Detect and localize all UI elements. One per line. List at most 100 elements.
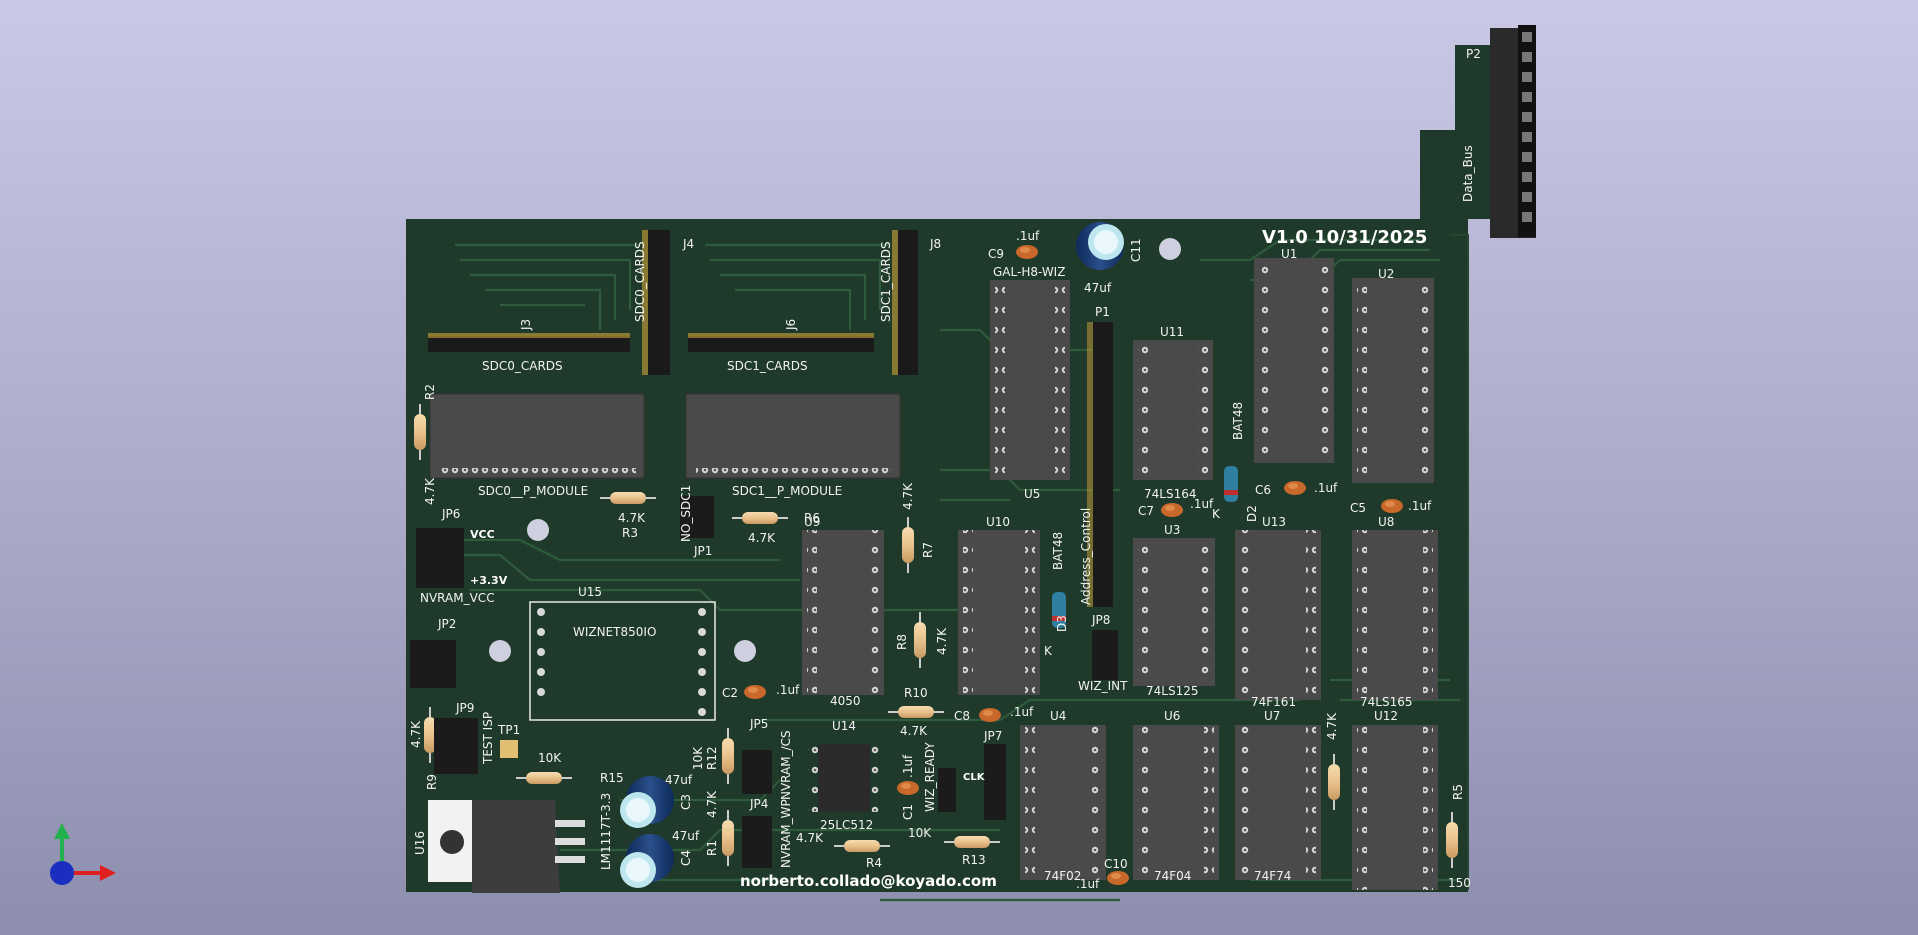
r5-label: R5 bbox=[1451, 784, 1465, 800]
jp5-label: JP5 bbox=[749, 717, 768, 731]
jumper-jp7: JP7 CLK bbox=[963, 729, 1006, 820]
r15-label: R15 bbox=[600, 771, 624, 785]
socket-u4: U4 74F02 bbox=[1020, 709, 1106, 883]
r5-value: 150 bbox=[1448, 876, 1471, 890]
socket-u3: U3 74LS125 bbox=[1133, 523, 1215, 698]
c10-label: C10 bbox=[1104, 857, 1128, 871]
wiznet-module-u15: U15 WIZNET850IO bbox=[529, 585, 716, 721]
u15-value: WIZNET850IO bbox=[573, 625, 656, 639]
cap-c3: C3 47uf bbox=[620, 773, 693, 828]
tp1-label: TP1 bbox=[497, 723, 520, 737]
r13-value: 10K bbox=[908, 826, 932, 840]
cap-c5 bbox=[1381, 499, 1403, 513]
p2-label: P2 bbox=[1466, 47, 1481, 61]
author-email: norberto.collado@koyado.com bbox=[740, 872, 997, 890]
c1-label: C1 bbox=[901, 804, 915, 820]
d2-label: D2 bbox=[1245, 505, 1259, 522]
c10-value: .1uf bbox=[1076, 877, 1100, 891]
socket-u10: U10 bbox=[958, 515, 1040, 695]
sdc0-cards-label: SDC0_CARDS bbox=[482, 359, 563, 373]
d2-bat48-label: BAT48 bbox=[1231, 402, 1245, 440]
sdc1-cards-vertical: SDC1_CARDS bbox=[879, 241, 893, 322]
u4-value: 74F02 bbox=[1044, 869, 1081, 883]
r1-label: R1 bbox=[705, 840, 719, 856]
r7-label: R7 bbox=[921, 542, 935, 558]
regulator-u16: U16 LM1117T-3.3 bbox=[413, 793, 613, 893]
u2-label: U2 bbox=[1378, 267, 1394, 281]
sdc1-module-label: SDC1__P_MODULE bbox=[732, 484, 842, 498]
sdc0-module-label: SDC0__P_MODULE bbox=[478, 484, 588, 498]
jp4-label: JP4 bbox=[749, 797, 768, 811]
electrolytic-caps: C11 47uf C3 47uf C4 47uf bbox=[620, 222, 1143, 888]
c5-label: C5 bbox=[1350, 501, 1366, 515]
d3-k-label: K bbox=[1044, 644, 1053, 658]
connector-p2: P2 Data_Bus bbox=[1461, 25, 1536, 238]
u10-label: U10 bbox=[986, 515, 1010, 529]
version-label: V1.0 10/31/2025 bbox=[1262, 227, 1427, 248]
socket-u6: U6 74F04 bbox=[1133, 709, 1219, 883]
diode-d2: BAT48 D2 K bbox=[1212, 402, 1259, 522]
test-isp-label: TEST ISP bbox=[481, 712, 495, 765]
u16-label: U16 bbox=[413, 831, 427, 855]
u7-value: 74F74 bbox=[1254, 869, 1291, 883]
socket-u12: U12 bbox=[1352, 709, 1438, 890]
jumper-jp6: JP6 VCC +3.3V NVRAM_VCC bbox=[416, 507, 508, 605]
socket-u2: U2 bbox=[1352, 267, 1434, 483]
u9-label: U9 bbox=[804, 515, 820, 529]
nvram-cs-label: NVRAM_/CS bbox=[779, 730, 793, 800]
c6-label: C6 bbox=[1255, 483, 1271, 497]
header-j3: J3 SDC0_CARDS bbox=[428, 319, 630, 373]
c4-value: 47uf bbox=[672, 829, 700, 843]
cap-c1 bbox=[897, 781, 919, 795]
mounting-holes bbox=[489, 238, 1181, 662]
u12-label: U12 bbox=[1374, 709, 1398, 723]
d3-bat48-label: BAT48 bbox=[1051, 532, 1065, 570]
r8-label: R8 bbox=[895, 634, 909, 650]
d2-k-label: K bbox=[1212, 507, 1221, 521]
r10-label: R10 bbox=[904, 686, 928, 700]
u7-label: U7 bbox=[1264, 709, 1280, 723]
c5-value: .1uf bbox=[1408, 499, 1432, 513]
jumper-jp1: NO_SDC1 JP1 bbox=[679, 485, 714, 558]
module-socket-j1: SDC0__P_MODULE bbox=[429, 393, 645, 498]
c11-label: C11 bbox=[1129, 238, 1143, 262]
r4-label: R4 bbox=[866, 856, 882, 870]
jumper-jp4: JP4 NVRAM_WP bbox=[742, 797, 793, 868]
cap-c2 bbox=[744, 685, 766, 699]
header-j8: J8 SDC1_CARDS bbox=[879, 230, 941, 375]
socket-u7: U7 74F74 bbox=[1235, 709, 1321, 883]
gal-label: GAL-H8-WIZ bbox=[993, 265, 1065, 279]
c4-label: C4 bbox=[679, 850, 693, 866]
u15-label: U15 bbox=[578, 585, 602, 599]
axis-triad-icon[interactable] bbox=[40, 815, 130, 895]
dip-sockets: GAL-H8-WIZ U5 U11 74LS164 U1 U2 U9 bbox=[802, 247, 1438, 890]
c1-value: .1uf bbox=[901, 754, 915, 778]
r10-value: 4.7K bbox=[900, 724, 928, 738]
cap-c4: C4 47uf bbox=[620, 829, 700, 888]
clk-label: CLK bbox=[963, 772, 986, 783]
nvram-wp-label: NVRAM_WP bbox=[779, 799, 793, 868]
sdc1-cards-label: SDC1_CARDS bbox=[727, 359, 808, 373]
r4-value: 4.7K bbox=[796, 831, 824, 845]
wiz-ready-label: WIZ_READY bbox=[923, 742, 937, 812]
u5-label: U5 bbox=[1024, 487, 1040, 501]
diode-d3: BAT48 D3 K bbox=[1044, 532, 1069, 658]
jumpers: JP6 VCC +3.3V NVRAM_VCC JP2 JP9 TEST ISP… bbox=[410, 485, 1128, 868]
jp1-label: JP1 bbox=[693, 544, 712, 558]
c7-label: C7 bbox=[1138, 504, 1154, 518]
diodes: BAT48 D2 K BAT48 D3 K bbox=[1044, 402, 1259, 658]
socket-u9: U9 4050 bbox=[802, 515, 884, 708]
r13-label: R13 bbox=[962, 853, 986, 867]
r9-value: 4.7K bbox=[409, 720, 423, 748]
jp7-label: JP7 bbox=[983, 729, 1002, 743]
c8-label: C8 bbox=[954, 709, 970, 723]
u3-label: U3 bbox=[1164, 523, 1180, 537]
j6-label: J6 bbox=[784, 319, 798, 331]
jumper-jp5: JP5 NVRAM_/CS bbox=[742, 717, 793, 800]
cap-c7 bbox=[1161, 503, 1183, 517]
socket-u13: U13 74F161 bbox=[1235, 515, 1321, 709]
r1-value: 4.7K bbox=[705, 790, 719, 818]
r15-value: 10K bbox=[538, 751, 562, 765]
u6-value: 74F04 bbox=[1154, 869, 1191, 883]
u9-value: 4050 bbox=[830, 694, 861, 708]
